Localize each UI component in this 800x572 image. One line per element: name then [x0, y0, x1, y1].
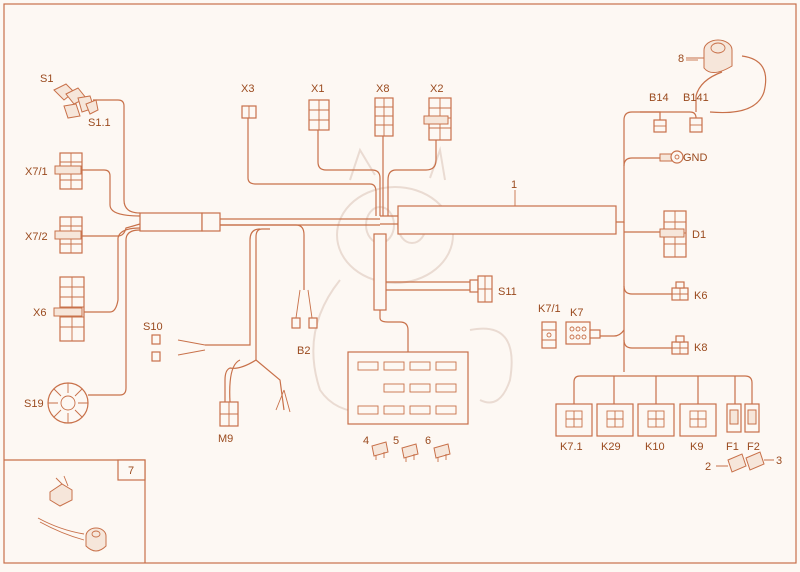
- top-branches: [247, 118, 437, 216]
- connector-x8: [374, 97, 394, 137]
- fuse-holder-f1: [726, 403, 742, 433]
- label-s1: S1: [40, 73, 53, 85]
- right-branches: [573, 55, 767, 404]
- label-k7-1b: K7.1: [560, 441, 583, 453]
- label-b14: B14: [649, 92, 669, 104]
- left-branches: [80, 99, 141, 396]
- fuse-item-5-icon: [401, 443, 419, 462]
- label-harness: 1: [511, 179, 517, 191]
- labels: S1 S1.1 X7/1 X7/2 X6 S10 S19 M9 B2 X3 X1…: [24, 53, 782, 477]
- connector-x2: [423, 97, 452, 141]
- fuse-item-4-icon: [371, 441, 389, 460]
- label-s10: S10: [143, 321, 163, 333]
- label-k8: K8: [694, 342, 707, 354]
- relay-k7-1b: [555, 403, 593, 437]
- label-k7: K7: [570, 307, 583, 319]
- motor-m9: [219, 401, 239, 427]
- label-k10: K10: [645, 441, 665, 453]
- connector-x1: [308, 99, 330, 131]
- label-f2: F2: [747, 441, 760, 453]
- label-f1: F1: [726, 441, 739, 453]
- label-k29: K29: [601, 441, 621, 453]
- ignition-lock-icon: [686, 39, 733, 73]
- label-item3: 3: [776, 455, 782, 467]
- label-x2: X2: [430, 83, 443, 95]
- label-gnd: GND: [683, 152, 708, 164]
- switch-s11: [469, 275, 493, 303]
- label-k7-1: K7/1: [538, 303, 561, 315]
- fuse-holder-f2: [744, 403, 760, 433]
- label-x6: X6: [33, 307, 46, 319]
- label-x7-1: X7/1: [25, 166, 48, 178]
- fuse-box-slots: [357, 361, 457, 415]
- label-item4: 4: [363, 435, 369, 447]
- connector-x7-1: [54, 152, 83, 190]
- relay-k10: [637, 403, 675, 437]
- label-s19: S19: [24, 398, 44, 410]
- inset-panel: [4, 459, 146, 563]
- main-harness: [139, 190, 617, 235]
- label-x1: X1: [311, 83, 324, 95]
- label-x8: X8: [376, 83, 389, 95]
- sensor-b141: [689, 117, 703, 133]
- relay-k6: [671, 281, 689, 301]
- label-s11: S11: [498, 286, 517, 298]
- label-b2: B2: [297, 345, 310, 357]
- lower-branches: [177, 224, 313, 413]
- label-item6: 6: [425, 435, 431, 447]
- fuse-items-2-3-icon: [716, 451, 774, 473]
- connector-x3: [241, 105, 257, 119]
- frame-border: [3, 3, 797, 564]
- connector-x7-2: [54, 216, 83, 254]
- connector-s19: [47, 382, 89, 424]
- switch-s10: [151, 334, 161, 362]
- label-x7-2: X7/2: [25, 231, 48, 243]
- label-k6: K6: [694, 290, 707, 302]
- label-m9: M9: [218, 433, 233, 445]
- relay-k8: [671, 335, 689, 355]
- label-b141: B141: [683, 92, 709, 104]
- label-k9: K9: [690, 441, 703, 453]
- sensor-b2: [291, 317, 318, 329]
- ignition-coil-icon: [37, 517, 107, 552]
- label-x3: X3: [241, 83, 254, 95]
- relay-k29: [596, 403, 634, 437]
- label-item2: 2: [705, 461, 711, 473]
- label-s1-1: S1.1: [88, 117, 111, 129]
- center-branches: [347, 233, 470, 425]
- label-d1: D1: [692, 229, 706, 241]
- ground-terminal-icon: [659, 150, 684, 164]
- connector-k7-1: [541, 321, 557, 349]
- label-item8: 8: [678, 53, 684, 65]
- fuse-item-6-icon: [433, 443, 451, 462]
- relay-k7: [565, 321, 601, 345]
- connector-x6: [53, 276, 85, 342]
- relay-k9: [679, 403, 717, 437]
- label-inset7: 7: [128, 465, 134, 477]
- bracket-icon: [49, 475, 73, 507]
- sensor-b14: [653, 119, 667, 133]
- connector-d1: [659, 210, 687, 258]
- switch-s1-icon: [53, 83, 99, 119]
- label-item5: 5: [393, 435, 399, 447]
